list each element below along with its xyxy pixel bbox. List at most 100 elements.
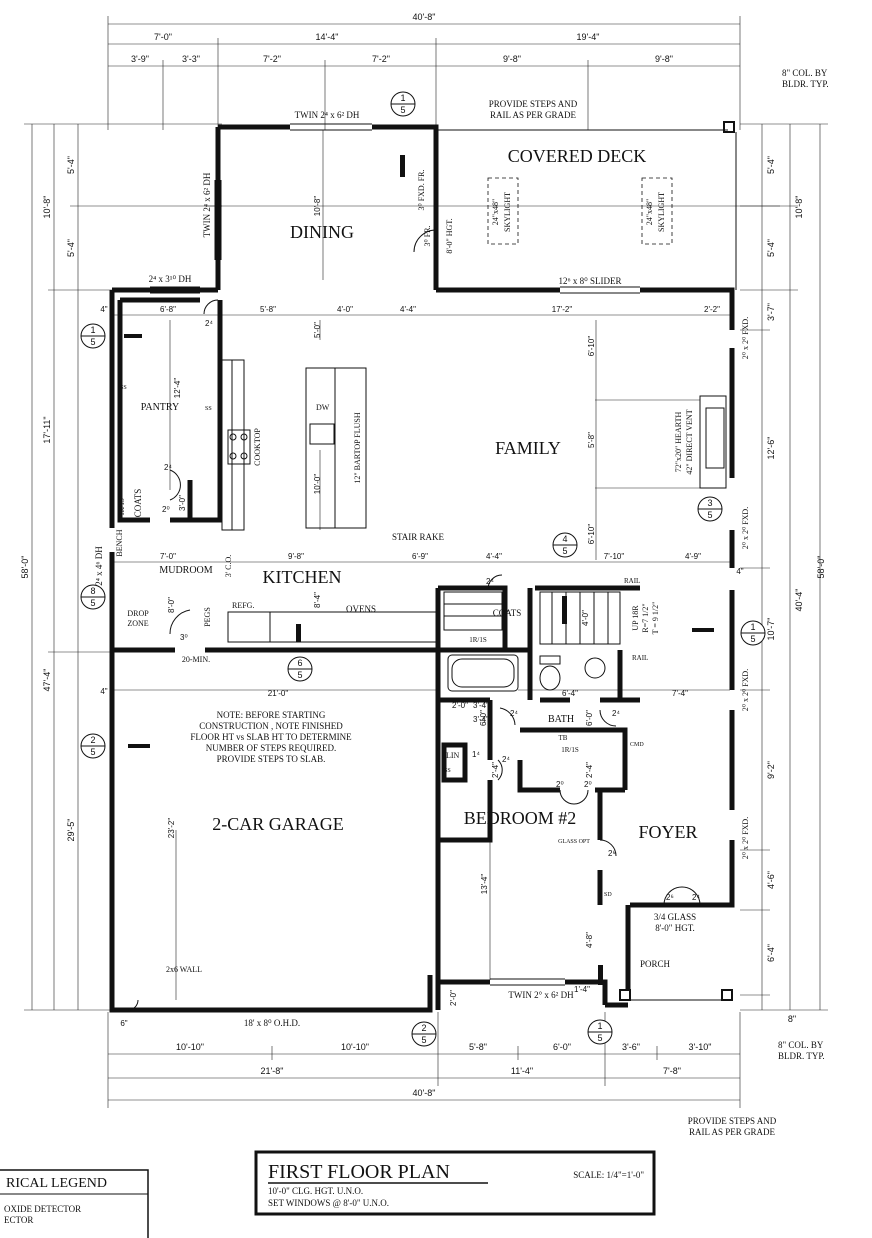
skylight-2-a: 24"x48" <box>645 199 654 226</box>
room-porch: PORCH <box>640 959 671 969</box>
dim-int-38: 4" <box>736 567 743 576</box>
window-fxd-1: 2⁰ x 2⁰ FXD. <box>741 317 750 359</box>
dim-top-overall: 40'-8" <box>413 12 436 22</box>
svg-text:5: 5 <box>400 105 405 115</box>
dim-int-27: 3'-4" <box>473 701 489 710</box>
hearth-note-1: 72"x20" HEARTH <box>674 412 683 473</box>
dim-left-r2-0: 10'-8" <box>42 196 52 219</box>
garage-note-5: PROVIDE STEPS TO SLAB. <box>217 754 326 764</box>
dim-int-35: 2'-0" <box>449 990 458 1006</box>
dim-int-19: 8'-0" <box>167 597 176 613</box>
door-label-11: 2⁴ <box>692 893 700 902</box>
dimensions-left: 58'-0" 10'-8" 17'-11" 29'-5" 5'-4" 5'-4"… <box>20 156 76 841</box>
room-labels: COVERED DECK DINING FAMILY KITCHEN PANTR… <box>133 146 698 969</box>
dim-int-15: 6'-9" <box>412 552 428 561</box>
note-steps-top-2: RAIL AS PER GRADE <box>490 110 576 120</box>
section-tag-7: 2 5 <box>80 733 106 759</box>
dim-right-r3-2: 3'-7" <box>766 303 776 321</box>
svg-text:1: 1 <box>90 325 95 335</box>
section-tag-2: 3 5 <box>697 496 723 522</box>
plan-note-1: 10'-0" CLG. HGT. U.N.O. <box>268 1186 363 1196</box>
dim-int-8: 5'-8" <box>587 432 596 448</box>
dim-int-37: 4" <box>100 687 107 696</box>
window-fr: 3⁰ FR. <box>423 226 432 247</box>
room-coats-stair: COATS <box>493 608 522 618</box>
room-garage: 2-CAR GARAGE <box>212 814 344 834</box>
room-pantry: PANTRY <box>141 402 180 413</box>
door-label-0: 2⁴ <box>205 319 213 328</box>
window-bench: 2⁴ x 4⁶ DH <box>94 546 104 586</box>
room-kitchen: KITCHEN <box>263 567 342 587</box>
room-bedroom-2: BEDROOM #2 <box>464 808 577 828</box>
garage-note-4: NUMBER OF STEPS REQUIRED. <box>206 743 337 753</box>
windows <box>150 123 640 986</box>
dim-int-26: 2'-0" <box>452 701 468 710</box>
dim-top-r3-1: 3'-3" <box>182 54 200 64</box>
svg-text:5: 5 <box>90 337 95 347</box>
dim-right-r3-3: 12'-6" <box>766 437 776 460</box>
stair-note-3: T = 9 1/2" <box>651 602 660 635</box>
ss-3: SS <box>444 768 451 774</box>
title-block: FIRST FLOOR PLAN SCALE: 1/4"=1'-0" 10'-0… <box>254 1150 656 1216</box>
door-label-2: 3⁰ <box>180 633 188 642</box>
stair-note-2: R=7 1/2" <box>641 603 650 632</box>
svg-text:2: 2 <box>421 1023 426 1033</box>
columns <box>619 121 735 1001</box>
dim-int-9: 6'-10" <box>587 524 596 545</box>
window-twin-bottom: TWIN 2° x 6² DH <box>508 990 574 1000</box>
dim-left-overall: 58'-0" <box>20 556 30 579</box>
dim-int-36: 4" <box>100 305 107 314</box>
glass-opt-note: GLASS OPT <box>558 839 590 845</box>
dimensions-bottom: 10'-10" 10'-10" 5'-8" 6'-0" 3'-6" 3'-10"… <box>176 1042 711 1098</box>
bartop-note: 12" BARTOP FLUSH <box>353 412 362 483</box>
svg-text:5: 5 <box>90 747 95 757</box>
note-col-top-2: BLDR. TYP. <box>782 79 829 89</box>
dim-bot-r1-3: 6'-0" <box>553 1042 571 1052</box>
section-tag-8: 2 5 <box>411 1021 437 1047</box>
hearth-note-2: 42" DIRECT VENT <box>685 409 694 474</box>
plan-note-2: SET WINDOWS @ 8'-0" U.N.O. <box>268 1198 389 1208</box>
garage-note-3: FLOOR HT vs SLAB HT TO DETERMINE <box>190 732 352 742</box>
window-fxd-4: 2⁰ x 2⁰ FXD. <box>741 817 750 859</box>
garage-note-1: NOTE: BEFORE STARTING <box>217 710 326 720</box>
window-fxd-2: 2⁰ x 2⁰ FXD. <box>741 507 750 549</box>
dim-int-22: 23'-2" <box>167 818 176 839</box>
electrical-legend: RICAL LEGEND OXIDE DETECTOR ECTOR <box>0 1169 149 1238</box>
window-slider: 12⁶ x 8⁰ SLIDER <box>559 276 622 286</box>
dim-int-25: 7'-4" <box>672 689 688 698</box>
irls-2: 1R/1S <box>561 746 579 754</box>
dim-int-40: 4'-0" <box>581 610 590 626</box>
plan-title: FIRST FLOOR PLAN <box>268 1161 450 1183</box>
room-mudroom: MUDROOM <box>159 565 212 576</box>
svg-text:4: 4 <box>562 534 567 544</box>
dim-top-r3-2: 7'-2" <box>263 54 281 64</box>
dim-top-r2-2: 19'-4" <box>577 32 600 42</box>
note-steps-bottom-2: RAIL AS PER GRADE <box>689 1127 775 1137</box>
svg-text:8: 8 <box>90 586 95 596</box>
room-dining: DINING <box>290 222 354 242</box>
dim-int-23: 3'-0" <box>178 495 187 511</box>
sd-note: SD <box>604 892 612 898</box>
dim-bot-r1-1: 10'-10" <box>341 1042 369 1052</box>
deck-outline <box>436 129 737 1001</box>
irls-3: 1R/1S <box>118 498 126 516</box>
dim-bot-r2-1: 11'-4" <box>511 1066 533 1076</box>
door-label-6: 2⁰ <box>584 780 592 789</box>
room-covered-deck: COVERED DECK <box>508 146 647 166</box>
dim-left-r2-1: 17'-11" <box>42 416 52 443</box>
note-steps-top-1: PROVIDE STEPS AND <box>489 99 578 109</box>
dim-int-16: 4'-4" <box>486 552 502 561</box>
dim-int-31: 2'-4" <box>585 762 594 778</box>
svg-text:5: 5 <box>750 634 755 644</box>
dimensions-right: 58'-0" 10'-8" 40'-4" 5'-4" 5'-4" 3'-7" 1… <box>766 156 826 1024</box>
dim-int-11: 5'-0" <box>313 322 322 338</box>
wall-2x6-note: 2x6 WALL <box>166 965 202 974</box>
section-tags: 1 5 1 5 3 5 4 5 8 5 6 5 1 <box>80 91 766 1047</box>
door-size-labels: 2⁴ 2⁰ 3⁰ 2⁴ 2⁴ 2⁰ 2⁰ 2⁴ 2⁴ 2⁶ 2⁶ 2⁴ 1⁴ 2… <box>162 319 700 902</box>
bench-note: BENCH <box>115 529 124 556</box>
svg-text:5: 5 <box>90 598 95 608</box>
section-tag-9: 1 5 <box>587 1019 613 1045</box>
dim-int-34: 1'-4" <box>574 985 590 994</box>
window-twin-left: TWIN 2⁴ x 6² DH <box>202 172 212 237</box>
section-tag-1: 1 5 <box>80 323 106 349</box>
